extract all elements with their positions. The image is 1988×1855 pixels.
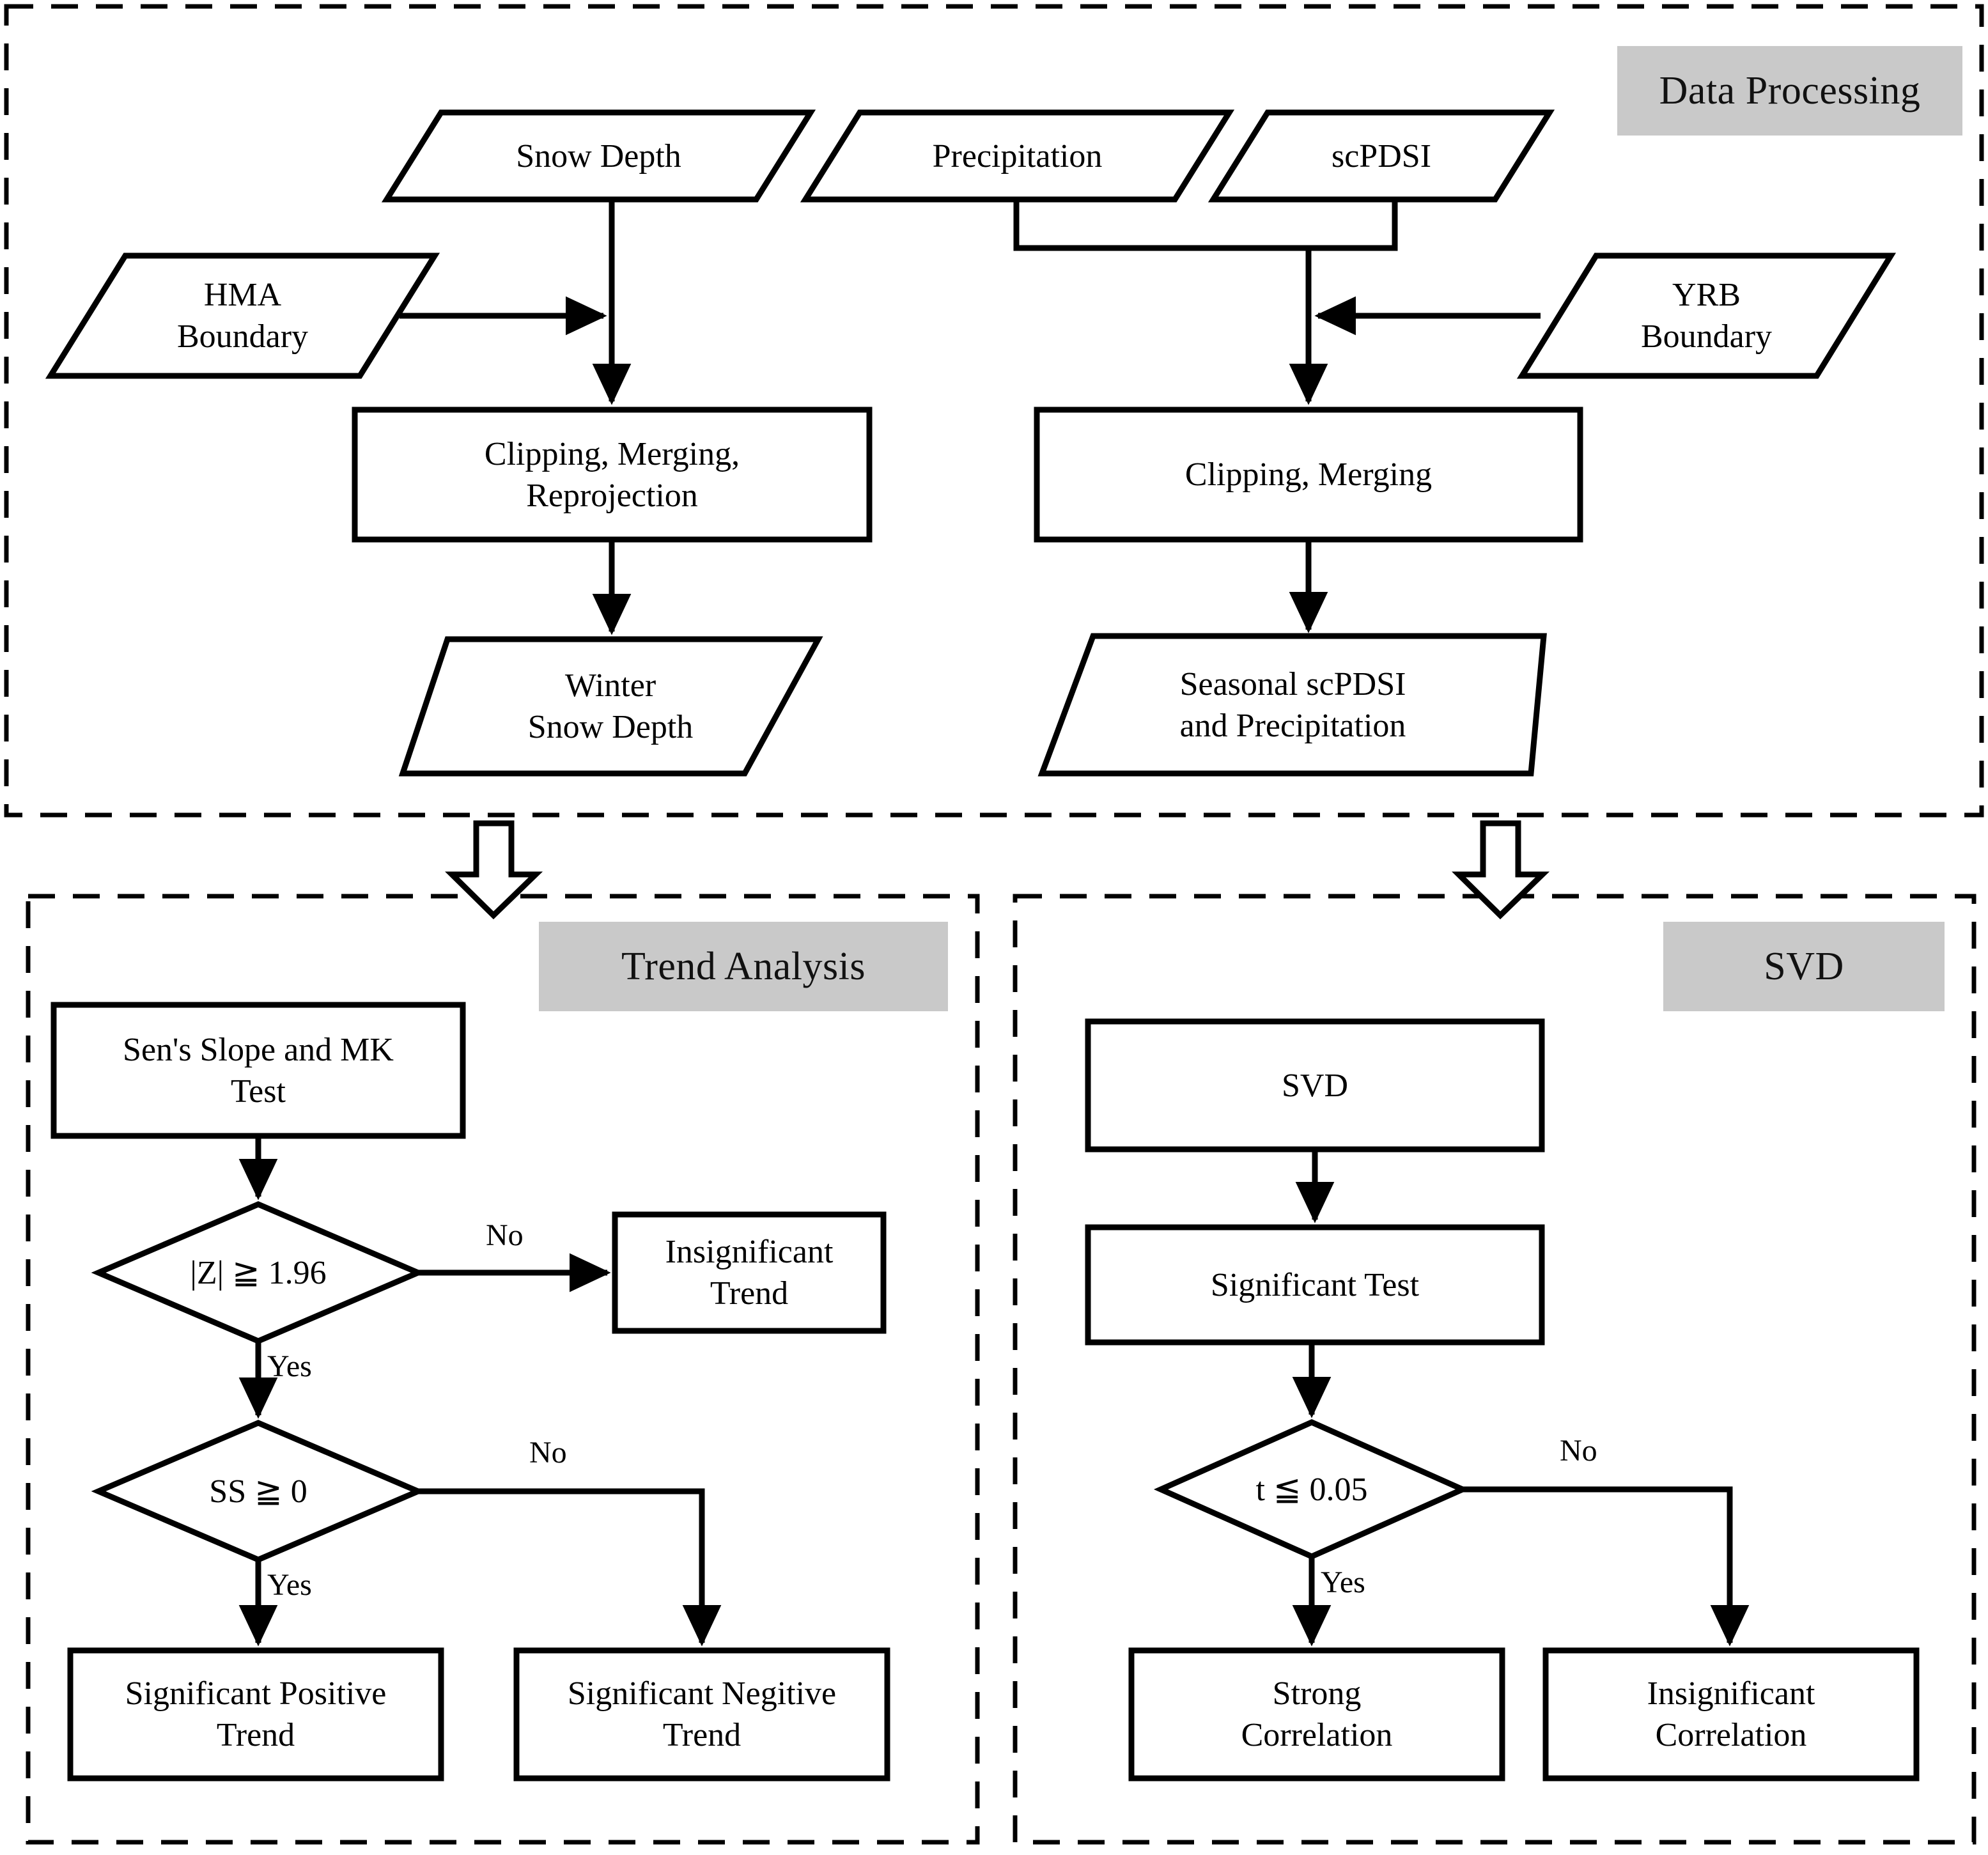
node-snow-depth [381,109,816,203]
edge-label-t-test-no: No [1560,1434,1597,1468]
panel-border-trend-analysis [26,894,980,1845]
edge-precipitation-to-merge [1013,199,1309,251]
node-significant-negitive-trend [513,1647,890,1781]
panel-label-text: SVD [1764,944,1844,988]
node-yrb-boundary [1516,252,1897,379]
edge-label-t-test-yes: Yes [1321,1565,1365,1599]
node-insignificant-correlation [1542,1647,1920,1781]
node-t-test [1153,1419,1470,1560]
panel-label-svd: SVD [1663,922,1945,1011]
edge-label-z-test-yes: Yes [267,1349,312,1383]
panel-border-data-processing [4,4,1984,818]
edge-ss-test-no-to-negitive [418,1488,722,1647]
node-svd [1085,1018,1545,1153]
node-insignificant-trend [612,1211,887,1334]
panel-label-data-processing: Data Processing [1617,46,1962,136]
edge-label-ss-test-yes: Yes [267,1568,312,1602]
panel-label-text: Data Processing [1659,68,1921,113]
node-seasonal-scpdsi-precip [1037,633,1547,777]
node-z-test [91,1201,426,1344]
node-scpdsi [1208,109,1555,203]
node-clip-merge-reproject [352,407,873,543]
node-significant-positive-trend [67,1647,444,1781]
node-winter-snow-depth [398,636,823,777]
node-significant-test [1085,1224,1545,1346]
node-ss-test [91,1420,426,1563]
edge-label-ss-test-no: No [529,1436,567,1470]
panel-label-text: Trend Analysis [621,944,866,988]
edge-scpdsi-to-merge [1309,199,1398,251]
block-arrow-to-trend-analysis [445,820,543,920]
node-sens-slope-mk [50,1002,466,1139]
node-clip-merge [1034,407,1583,543]
edge-t-test-no-to-insignificant-correlation [1463,1486,1750,1647]
node-strong-correlation [1128,1647,1505,1781]
panel-border-svd [1013,894,1976,1845]
node-hma-boundary [45,252,440,379]
block-arrow-to-svd [1452,820,1550,920]
edge-label-z-test-no: No [486,1218,524,1252]
panel-label-trend-analysis: Trend Analysis [539,922,948,1011]
node-precipitation [800,109,1235,203]
